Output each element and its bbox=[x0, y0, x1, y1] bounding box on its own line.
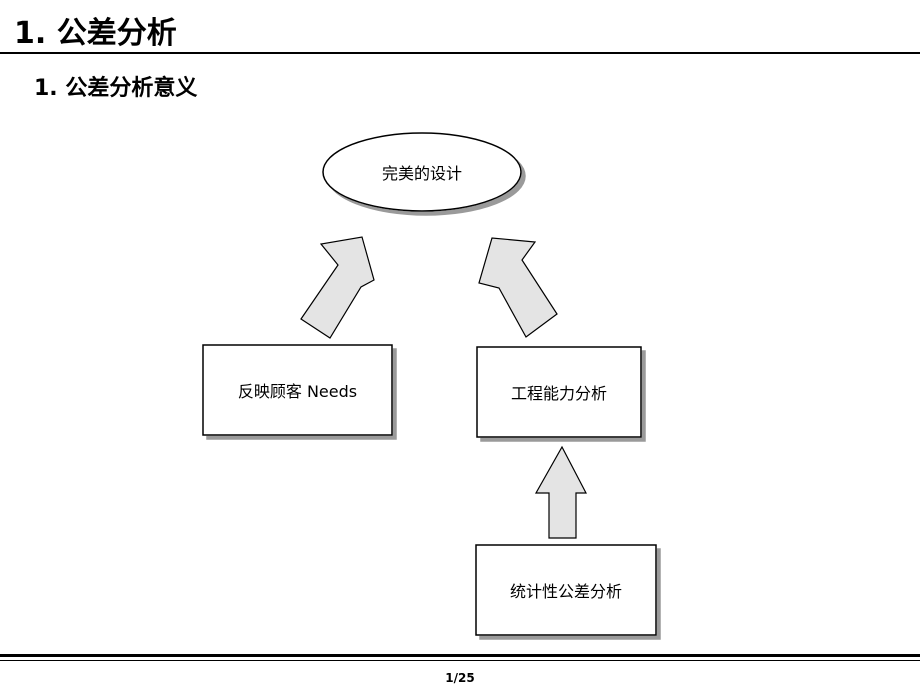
title-divider bbox=[0, 52, 920, 54]
section-subtitle: 1. 公差分析意义 bbox=[34, 76, 198, 101]
right-up-arrow bbox=[478, 237, 558, 338]
right-box-shape bbox=[476, 346, 642, 438]
bottom-up-arrow bbox=[534, 445, 587, 539]
left-up-arrow bbox=[300, 236, 375, 339]
page-number: 1/25 bbox=[445, 671, 475, 685]
top-node-ellipse bbox=[322, 132, 522, 212]
top-node-label: 完美的设计 bbox=[381, 164, 462, 183]
bottom-box-label: 统计性公差分析 bbox=[509, 582, 622, 601]
left-box-label: 反映顾客 Needs bbox=[237, 382, 358, 401]
footer-divider bbox=[0, 654, 920, 657]
right-box-label: 工程能力分析 bbox=[510, 384, 607, 403]
footer-divider-thin bbox=[0, 660, 920, 661]
bottom-box-shape bbox=[475, 544, 657, 636]
page-title: 1. 公差分析 bbox=[14, 16, 177, 51]
left-box-shape bbox=[202, 344, 393, 436]
